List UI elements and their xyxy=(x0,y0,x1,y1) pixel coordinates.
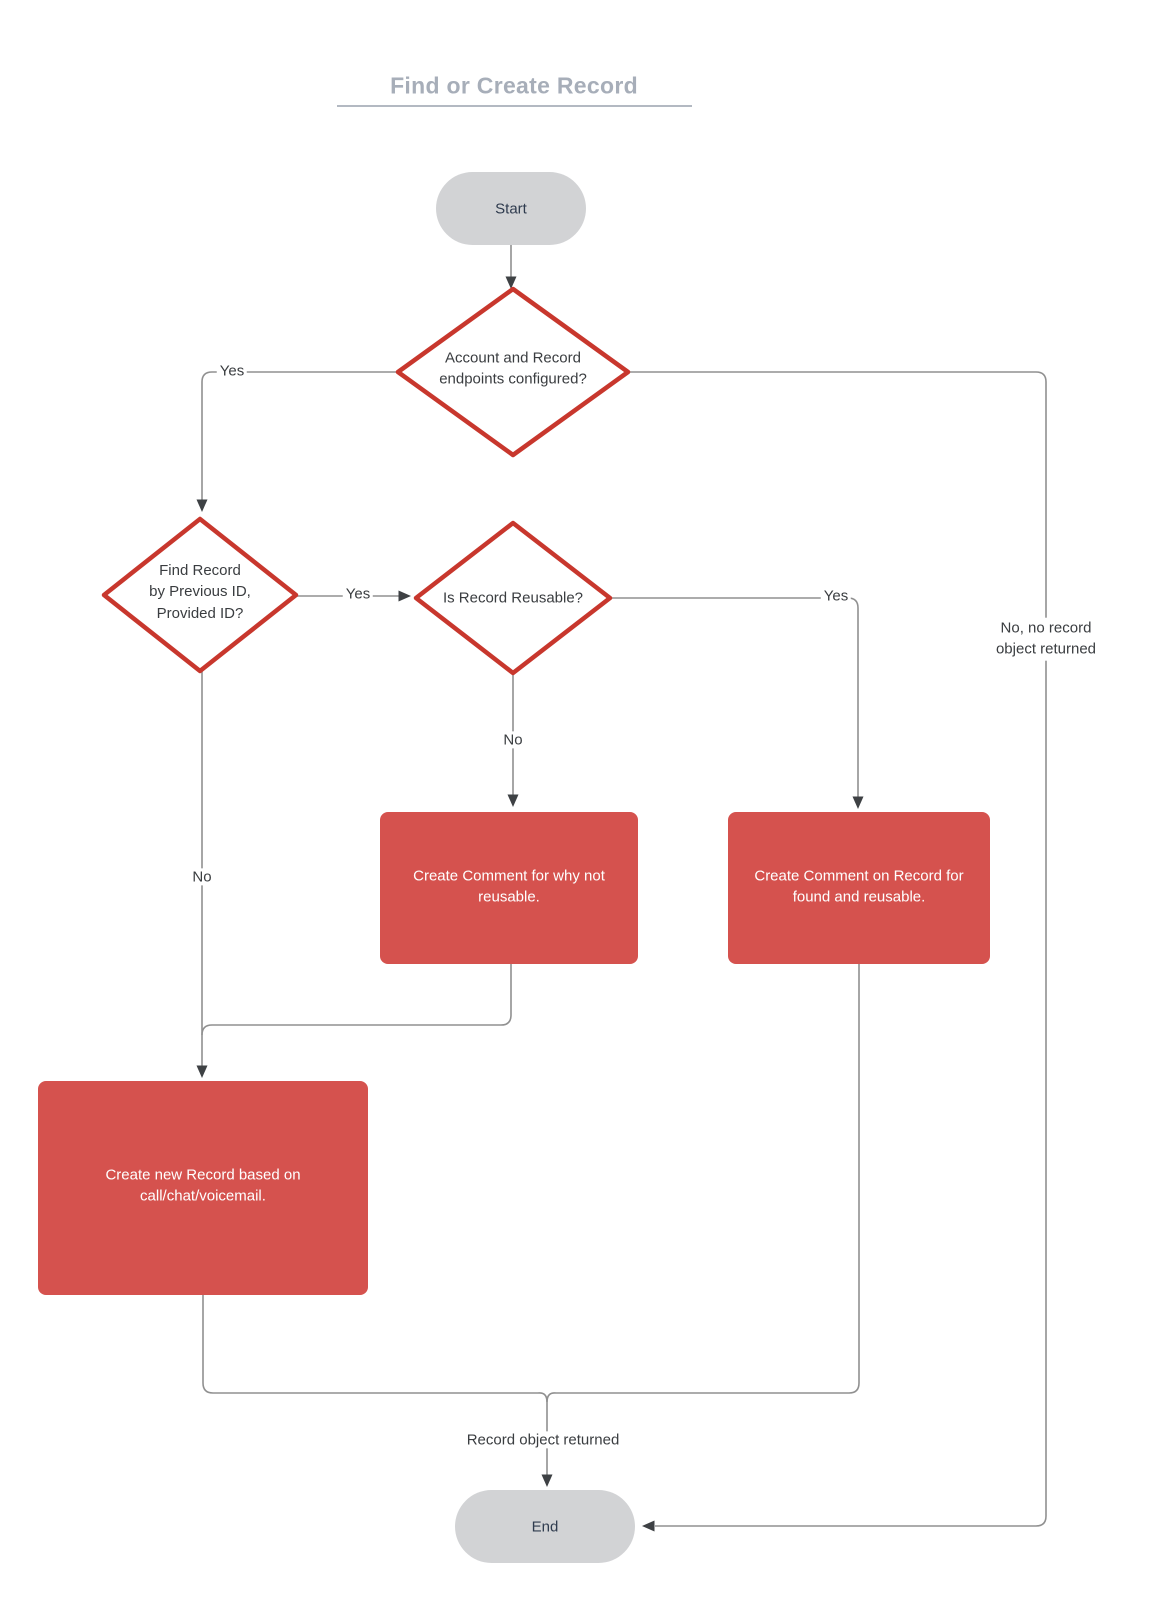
process-comment-not-reusable-line2: reusable. xyxy=(478,889,540,906)
edge-comment-found-to-end xyxy=(546,964,860,1403)
edge-label-find-no: No xyxy=(189,868,215,886)
arrowhead-down-icon xyxy=(507,794,519,807)
edge-label-endpoints-no-line1: No, no record xyxy=(1000,619,1092,637)
edge-endpoints-yes xyxy=(201,371,398,503)
process-comment-found-reusable-shape xyxy=(728,812,990,964)
arrowheads xyxy=(196,276,864,1532)
decision-endpoints-shape xyxy=(395,286,631,458)
edge-create-record-to-end xyxy=(202,1295,548,1478)
process-comment-not-reusable-line1: Create Comment for why not xyxy=(413,867,605,885)
page-title: Find or Create Record xyxy=(390,72,638,99)
arrowhead-down-icon xyxy=(505,276,517,289)
edge-reusable-yes xyxy=(610,597,859,800)
decision-endpoints-label: Account and Record endpoints configured? xyxy=(413,348,613,391)
decision-reusable-label: Is Record Reusable? xyxy=(442,589,584,607)
arrowhead-down-icon xyxy=(852,796,864,809)
decision-find-record-line1: Find Record xyxy=(159,562,241,580)
edge-label-reusable-yes: Yes xyxy=(820,587,852,605)
edge-label-record-returned: Record object returned xyxy=(463,1431,623,1449)
arrowhead-down-icon xyxy=(541,1474,553,1487)
process-create-record-line1: Create new Record based on xyxy=(105,1166,301,1184)
edge-label-endpoints-yes: Yes xyxy=(216,362,248,380)
process-comment-found-reusable-label: Create Comment on Record for found and r… xyxy=(734,866,984,909)
decision-reusable-shape xyxy=(413,520,613,676)
process-create-record-label: Create new Record based on call/chat/voi… xyxy=(53,1165,353,1208)
edge-comment-merge-left xyxy=(201,964,512,1036)
decision-find-record-line2: by Previous ID, xyxy=(149,583,251,601)
arrowhead-left-icon xyxy=(642,1520,655,1532)
edge-label-find-yes: Yes xyxy=(342,585,374,603)
edges xyxy=(201,245,1047,1527)
edge-label-endpoints-no: No, no record object returned xyxy=(983,617,1109,661)
process-comment-found-reusable-line1: Create Comment on Record for xyxy=(754,867,964,885)
process-create-record-line2: call/chat/voicemail. xyxy=(140,1188,266,1205)
title-underline xyxy=(337,105,692,107)
start-node-label: Start xyxy=(495,200,527,218)
arrowhead-down-icon xyxy=(196,499,208,512)
start-node-shape xyxy=(436,172,586,245)
decision-endpoints-line1: Account and Record xyxy=(445,349,581,367)
arrowhead-down-icon xyxy=(196,1065,208,1078)
edge-endpoints-no-to-end xyxy=(628,371,1047,1527)
process-create-record-shape xyxy=(38,1081,368,1295)
end-node-label: End xyxy=(531,1518,559,1536)
end-node-shape xyxy=(455,1490,635,1563)
edge-label-endpoints-no-line2: object returned xyxy=(995,641,1097,658)
process-comment-not-reusable-shape xyxy=(380,812,638,964)
edge-label-reusable-no: No xyxy=(500,731,526,749)
arrowhead-right-icon xyxy=(398,590,411,602)
process-comment-found-reusable-line2: found and reusable. xyxy=(792,889,926,906)
decision-find-record-label: Find Record by Previous ID, Provided ID? xyxy=(125,560,275,624)
decision-find-record-shape xyxy=(101,516,299,674)
decision-endpoints-line2: endpoints configured? xyxy=(439,371,587,388)
process-comment-not-reusable-label: Create Comment for why not reusable. xyxy=(394,866,624,909)
decision-find-record-line3: Provided ID? xyxy=(156,604,244,622)
